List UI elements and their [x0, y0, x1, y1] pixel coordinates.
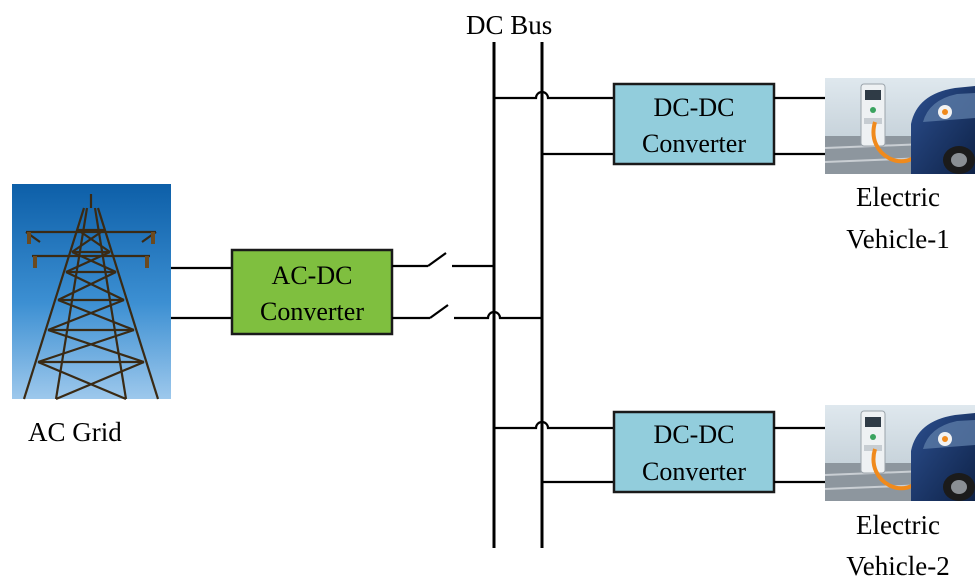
ac-grid-tower-icon [12, 184, 171, 401]
ev-2-label-line2: Vehicle-2 [846, 551, 949, 581]
ev-charging-icon-1 [823, 76, 975, 176]
dc-bus-label: DC Bus [466, 10, 552, 40]
dc1-wire-positive [494, 90, 614, 100]
dc2-wire-positive [494, 420, 614, 430]
ev-charging-icon-2 [823, 403, 975, 503]
dc-dc-converter-2-box [612, 410, 776, 494]
ac-dc-converter-label-line2: Converter [260, 297, 364, 326]
dc-dc-converter-1-label-line2: Converter [642, 129, 746, 158]
dc-dc-converter-2-label-line2: Converter [642, 457, 746, 486]
dc-dc-converter-2-label-line1: DC-DC [654, 420, 735, 449]
dc-dc-converter-1-label-line1: DC-DC [654, 93, 735, 122]
ac-dc-converter-label-line1: AC-DC [272, 261, 353, 290]
switch-positive [392, 252, 494, 268]
ac-dc-converter-box [230, 248, 394, 336]
ev-2-label-line1: Electric [856, 510, 940, 540]
switch-negative [392, 304, 542, 320]
dc-dc-converter-1-box [612, 82, 776, 166]
ev-1-label-line2: Vehicle-1 [846, 224, 949, 254]
ac-grid-label: AC Grid [28, 417, 122, 447]
ev-1-label-line1: Electric [856, 182, 940, 212]
